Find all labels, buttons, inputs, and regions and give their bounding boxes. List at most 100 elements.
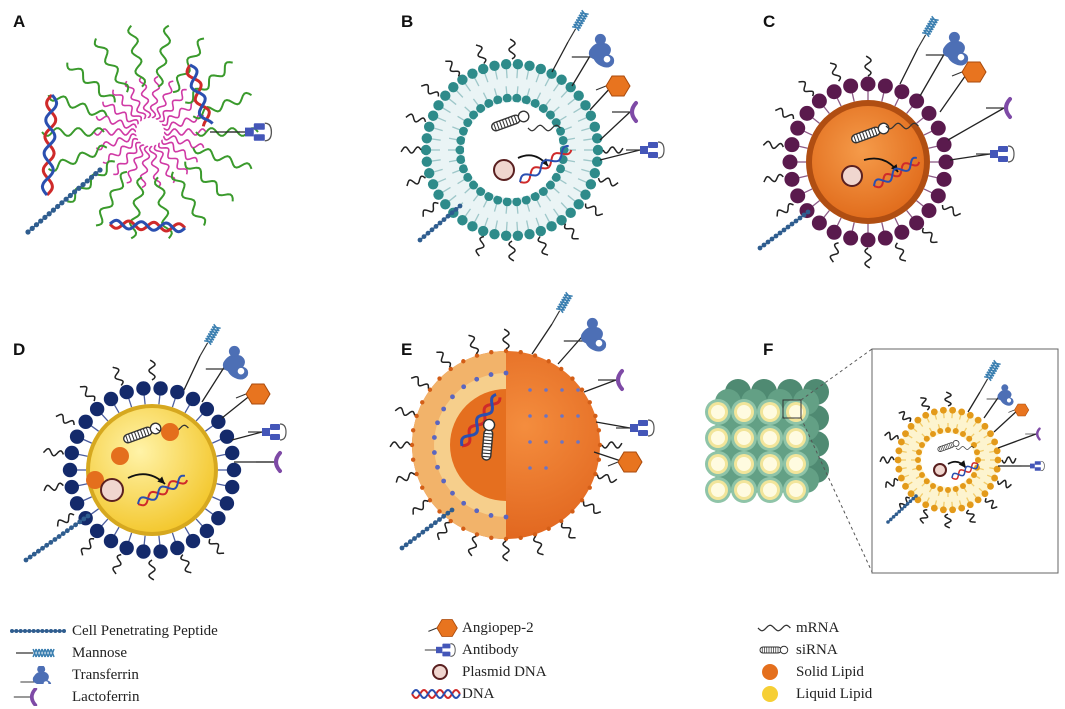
lipid-head: [981, 490, 989, 498]
peg-tail: [864, 247, 872, 269]
surface-bead: [503, 348, 509, 354]
legend-item-dna: DNA: [410, 683, 670, 705]
lipid-head: [219, 496, 235, 511]
peg-tail: [468, 334, 480, 355]
transferrin-pocket: [957, 53, 965, 61]
micelle-core-chain: [162, 135, 205, 149]
mannose-chain: [32, 648, 37, 658]
micelle-shell-chain: [192, 147, 253, 170]
sirna-rung: [864, 130, 869, 139]
surface-bead: [503, 536, 509, 542]
peg-tail: [898, 410, 912, 423]
mannose-icon: [199, 323, 221, 357]
surface-mark: [560, 440, 564, 444]
peg-tail: [406, 175, 426, 187]
antibody-tip: [279, 423, 287, 441]
peg-tail: [467, 535, 478, 557]
antibody-arm: [648, 152, 658, 158]
lipid-head: [970, 472, 977, 478]
surface-bead: [593, 471, 598, 477]
lipid-head: [565, 207, 576, 219]
lactoferrin-cup: [630, 101, 638, 123]
micelle-core-chain: [113, 141, 141, 176]
micelle-shell-chain: [66, 62, 116, 103]
dna-strand: [460, 393, 497, 447]
lipid-head: [860, 76, 876, 92]
angiopep-stalk: [235, 393, 247, 399]
mannose-stalk: [567, 28, 577, 43]
surface-mark: [528, 466, 532, 470]
peg-tail: [389, 441, 411, 449]
lipid-head: [78, 414, 93, 430]
lipid-head: [991, 438, 999, 446]
mannose-chain: [930, 15, 939, 24]
peg-tail: [879, 456, 895, 464]
peptide-bead: [785, 224, 791, 230]
antibody-icon: [976, 145, 1015, 163]
lipid-head: [784, 171, 800, 187]
peptide-bead: [889, 517, 893, 522]
lipid-head: [448, 81, 459, 93]
peg-tail: [944, 513, 952, 529]
surface-bead: [437, 509, 442, 514]
peg-tail: [508, 240, 516, 262]
legend-label: Angiopep-2: [462, 620, 534, 636]
peptide-bead: [407, 539, 413, 545]
peptide-bead: [417, 237, 423, 243]
lipid-head: [894, 456, 902, 464]
lipid-head: [921, 203, 937, 219]
surface-bead: [448, 366, 453, 372]
sirna-rung: [483, 432, 493, 435]
micelle-core-chain: [138, 76, 152, 119]
surface-bead: [461, 359, 466, 364]
linker: [221, 393, 253, 419]
sirna-rung: [870, 128, 875, 137]
antibody-arm: [638, 430, 648, 436]
lipid-head: [923, 435, 930, 442]
lipid-head: [909, 215, 925, 231]
peptide-bead: [85, 513, 91, 519]
peg-tail: [829, 62, 842, 82]
lipid-head: [170, 384, 185, 400]
antibody-icon: [424, 643, 456, 657]
peg-tail: [208, 538, 225, 555]
lipid-head: [930, 431, 936, 438]
peptide-bead: [453, 207, 459, 212]
legend-item-plasmid: Plasmid DNA: [410, 661, 670, 683]
lipid-head: [784, 137, 800, 153]
mannose-chain: [44, 648, 49, 658]
lactoferrin-icon: [1025, 427, 1041, 441]
transferrin-body: [942, 40, 969, 66]
micelle-shell-chain: [67, 160, 115, 203]
peg-tail: [763, 173, 784, 183]
lipid-head: [153, 544, 168, 559]
legend-item-transferrin: Transferrin: [8, 664, 308, 686]
lipid-head: [952, 428, 959, 435]
lipid-head: [555, 126, 565, 136]
lipid-head: [585, 110, 597, 121]
plasmid-dna: [933, 463, 947, 477]
lipid-head: [939, 406, 947, 414]
mannose-chain: [50, 648, 55, 658]
plasmid-dna: [100, 478, 124, 502]
sirna-rung: [498, 120, 503, 129]
dna-icon: [411, 688, 461, 700]
legend-item-mannose: Mannose: [8, 642, 308, 664]
micelle-core-chain: [112, 89, 142, 122]
dna-strand: [189, 63, 214, 125]
lipid-head: [585, 179, 597, 190]
lipid-head: [153, 381, 168, 396]
surface-bead: [593, 413, 598, 419]
lactoferrin-cup: [274, 451, 282, 473]
lipid-head: [489, 229, 500, 240]
linker: [231, 431, 263, 441]
peptide-line: [25, 515, 89, 561]
lipid-head: [170, 540, 185, 556]
legend-column-lipids: mRNA siRNA Solid Lipid Liquid Lipid: [756, 617, 1016, 705]
lipid-head: [877, 78, 893, 94]
legend-item-sirna: siRNA: [756, 639, 1016, 661]
lipid-head: [530, 192, 540, 202]
sirna-rung: [858, 132, 863, 141]
lipid-head: [580, 189, 591, 200]
peg-tail: [919, 509, 929, 524]
